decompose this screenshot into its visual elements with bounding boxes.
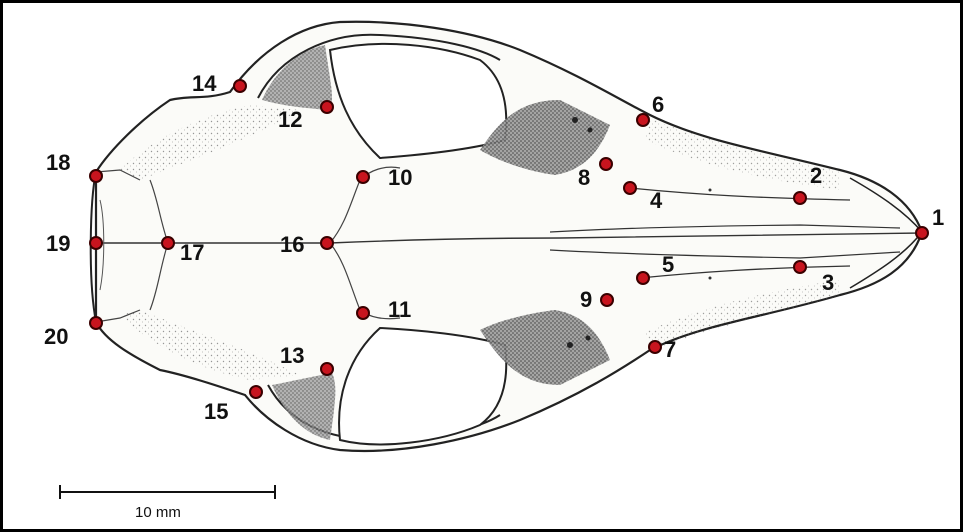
landmark-dot-19	[90, 237, 102, 249]
landmark-dot-4	[624, 182, 636, 194]
landmark-label-6: 6	[652, 92, 664, 117]
landmark-dot-7	[649, 341, 661, 353]
landmark-dot-6	[637, 114, 649, 126]
landmark-dot-17	[162, 237, 174, 249]
landmark-dot-2	[794, 192, 806, 204]
landmark-label-9: 9	[580, 287, 592, 312]
landmark-label-1: 1	[932, 205, 944, 230]
landmark-label-15: 15	[204, 399, 228, 424]
landmark-label-20: 20	[44, 324, 68, 349]
landmark-dot-3	[794, 261, 806, 273]
landmark-dot-9	[601, 294, 613, 306]
landmark-label-5: 5	[662, 252, 674, 277]
landmark-label-16: 16	[280, 232, 304, 257]
landmark-label-3: 3	[822, 270, 834, 295]
landmark-label-19: 19	[46, 231, 70, 256]
landmark-dot-8	[600, 158, 612, 170]
landmark-dot-15	[250, 386, 262, 398]
landmark-dot-16	[321, 237, 333, 249]
landmark-label-13: 13	[280, 343, 304, 368]
landmark-label-12: 12	[278, 107, 302, 132]
landmark-label-17: 17	[180, 240, 204, 265]
landmark-dot-20	[90, 317, 102, 329]
landmark-label-14: 14	[192, 71, 217, 96]
landmark-dot-14	[234, 80, 246, 92]
landmark-dot-1	[916, 227, 928, 239]
landmark-label-18: 18	[46, 150, 70, 175]
landmark-dot-5	[637, 272, 649, 284]
landmark-label-8: 8	[578, 165, 590, 190]
landmark-dot-13	[321, 363, 333, 375]
landmark-label-4: 4	[650, 188, 663, 213]
landmark-label-7: 7	[664, 337, 676, 362]
scale-bar-label: 10 mm	[135, 504, 181, 521]
landmark-dot-12	[321, 101, 333, 113]
landmark-dot-18	[90, 170, 102, 182]
landmark-label-10: 10	[388, 165, 412, 190]
landmark-dot-10	[357, 171, 369, 183]
landmark-label-11: 11	[388, 297, 411, 322]
landmark-label-2: 2	[810, 163, 822, 188]
landmark-dot-11	[357, 307, 369, 319]
